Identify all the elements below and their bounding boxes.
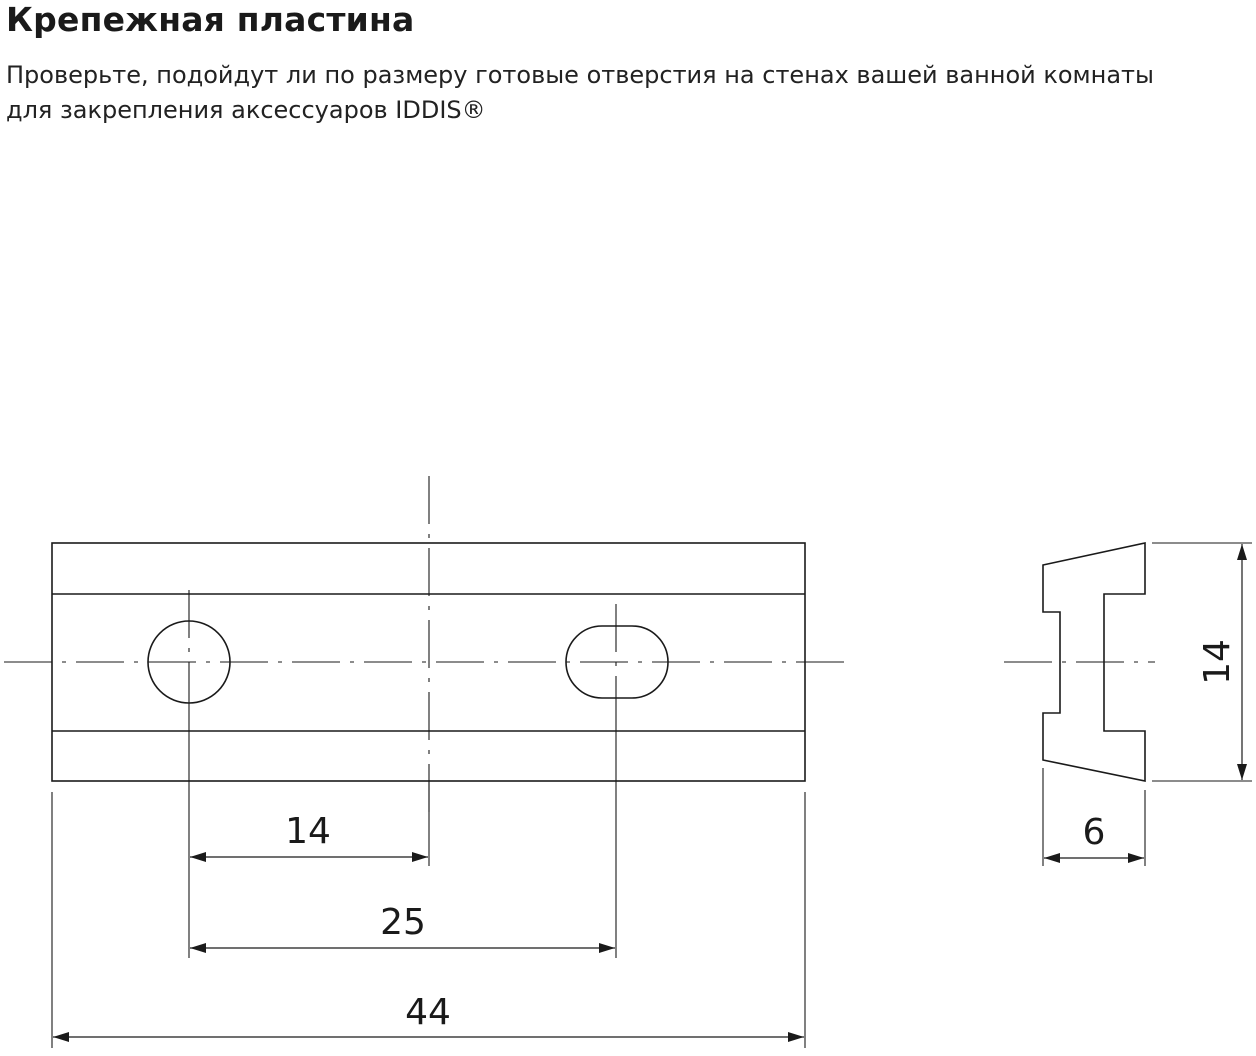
side-profile: [1042, 542, 1146, 782]
front-center-lines: [4, 476, 852, 818]
dim-label-44: 44: [405, 992, 451, 1033]
page-subtitle: Проверьте, подойдут ли по размеру готовы…: [6, 58, 1256, 128]
front-extension-lines: [51, 705, 806, 1048]
dim-label-14-front: 14: [285, 811, 331, 852]
dim-label-6: 6: [1083, 812, 1106, 853]
front-view: [4, 476, 852, 1048]
page-title: Крепежная пластина: [6, 0, 415, 39]
side-view: [1004, 542, 1252, 866]
dim-label-14-side: 14: [1197, 639, 1238, 685]
side-extension-lines: [1042, 542, 1252, 866]
subtitle-line-1: Проверьте, подойдут ли по размеру готовы…: [6, 61, 1154, 89]
subtitle-line-2: для закрепления аксессуаров IDDIS®: [6, 96, 486, 124]
dim-label-25: 25: [380, 902, 426, 943]
